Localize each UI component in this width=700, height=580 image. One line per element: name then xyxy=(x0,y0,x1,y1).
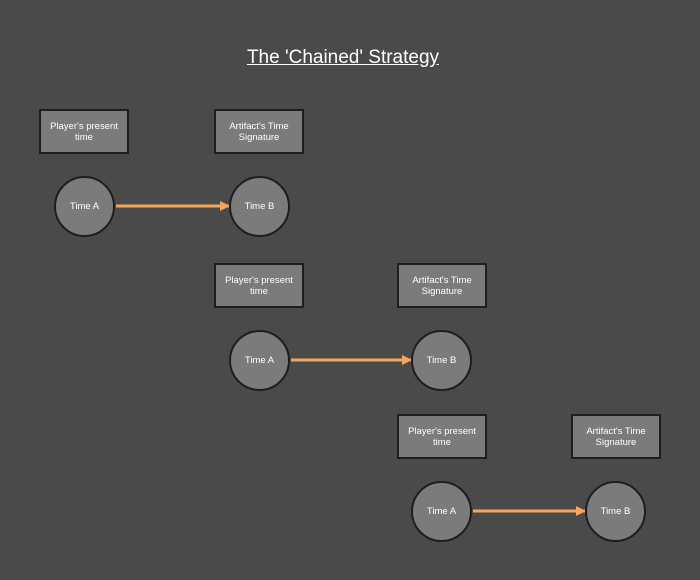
diagram-title: The 'Chained' Strategy xyxy=(246,47,440,68)
step-1-time-b-node: Time B xyxy=(229,176,290,237)
step-1-artifact-time-signature-box: Artifact's Time Signature xyxy=(214,109,304,154)
step-2-player-present-time-box: Player's present time xyxy=(214,263,304,308)
step-2-artifact-time-signature-box: Artifact's Time Signature xyxy=(397,263,487,308)
step-2-time-a-node: Time A xyxy=(229,330,290,391)
step-3-time-a-node: Time A xyxy=(411,481,472,542)
step-3-player-present-time-box: Player's present time xyxy=(397,414,487,459)
step-2-time-b-node: Time B xyxy=(411,330,472,391)
step-1-time-a-node: Time A xyxy=(54,176,115,237)
step-3-time-b-node: Time B xyxy=(585,481,646,542)
step-1-player-present-time-box: Player's present time xyxy=(39,109,129,154)
step-3-artifact-time-signature-box: Artifact's Time Signature xyxy=(571,414,661,459)
